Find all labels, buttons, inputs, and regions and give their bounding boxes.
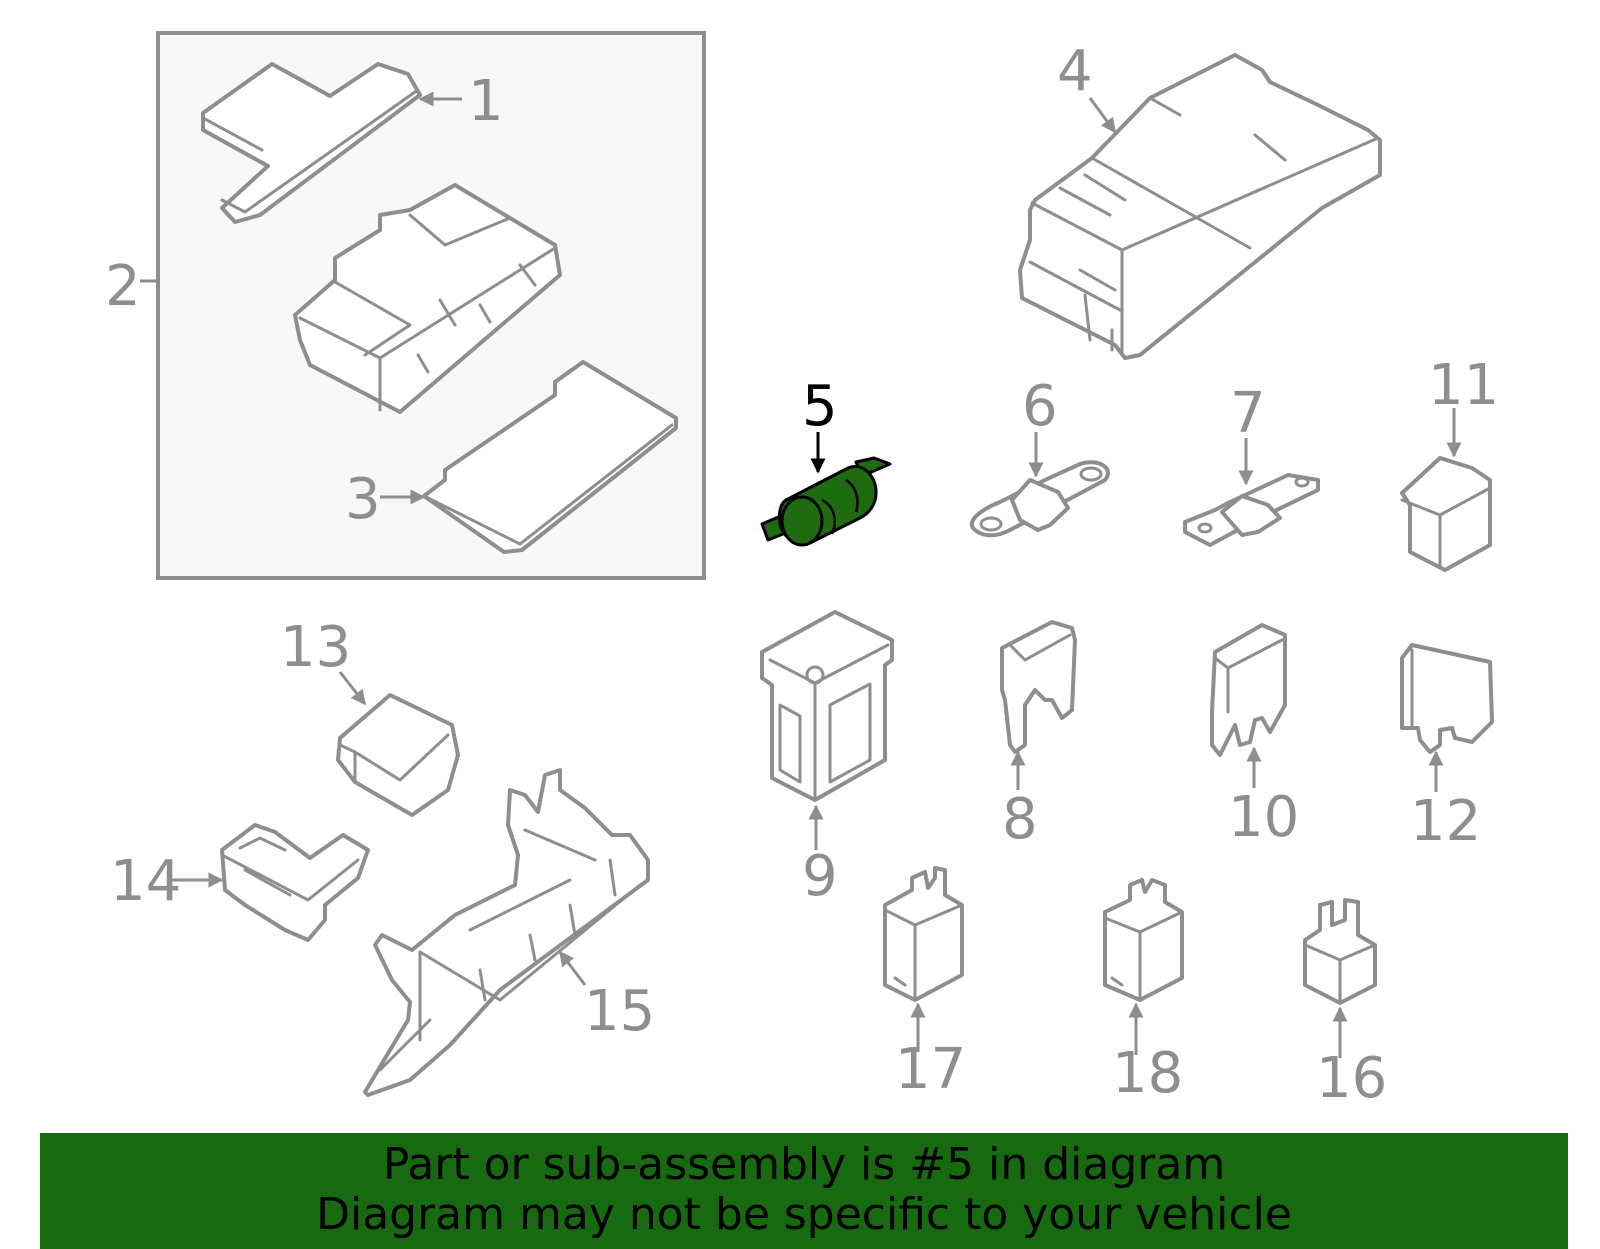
part-16-micro-relay[interactable] xyxy=(1303,898,1377,1005)
part-14-bracket[interactable] xyxy=(220,823,370,942)
part-6-fusible-link[interactable] xyxy=(969,460,1110,538)
callout-5: 5 xyxy=(802,374,838,439)
callout-16: 16 xyxy=(1316,1046,1387,1111)
part-10-blade-fuse[interactable] xyxy=(1210,623,1287,757)
part-17-relay[interactable] xyxy=(883,866,964,1002)
callout-14: 14 xyxy=(110,849,181,914)
callout-9: 9 xyxy=(802,844,838,909)
callout-7: 7 xyxy=(1230,381,1266,446)
part-13-relay-cover[interactable] xyxy=(336,693,460,817)
callout-8: 8 xyxy=(1002,787,1038,852)
part-8-mini-fuse[interactable] xyxy=(1000,620,1077,754)
callout-17: 17 xyxy=(895,1037,966,1102)
part-12-fuse-puller[interactable] xyxy=(1400,643,1494,754)
callout-11: 11 xyxy=(1428,353,1499,418)
callout-13: 13 xyxy=(280,615,351,680)
banner-line-1: Part or sub-assembly is #5 in diagram xyxy=(382,1139,1226,1190)
callout-4: 4 xyxy=(1057,39,1093,104)
part-7-fusible-link[interactable] xyxy=(1183,473,1320,547)
callout-10: 10 xyxy=(1228,785,1299,850)
part-9-block-fuse[interactable] xyxy=(760,610,894,802)
part-3-cover-plate[interactable] xyxy=(422,360,678,554)
part-4-fuse-box-assembly[interactable] xyxy=(1018,53,1382,360)
callout-3: 3 xyxy=(345,467,381,532)
part-5-cartridge-fuse-highlighted[interactable] xyxy=(760,456,892,547)
callout-2: 2 xyxy=(105,254,141,319)
part-11-cartridge-fuse[interactable] xyxy=(1400,456,1492,572)
part-15-mounting-bracket[interactable] xyxy=(363,768,650,1097)
part-18-relay[interactable] xyxy=(1103,878,1184,1002)
part-2-junction-box[interactable] xyxy=(293,183,562,414)
info-banner: Part or sub-assembly is #5 in diagram Di… xyxy=(40,1133,1568,1249)
callout-12: 12 xyxy=(1410,789,1481,854)
callout-18: 18 xyxy=(1112,1041,1183,1106)
callout-6: 6 xyxy=(1022,374,1058,439)
banner-line-2: Diagram may not be specific to your vehi… xyxy=(316,1189,1292,1240)
callout-1: 1 xyxy=(468,69,504,134)
part-1-cover[interactable] xyxy=(201,62,422,224)
callout-15: 15 xyxy=(584,979,655,1044)
